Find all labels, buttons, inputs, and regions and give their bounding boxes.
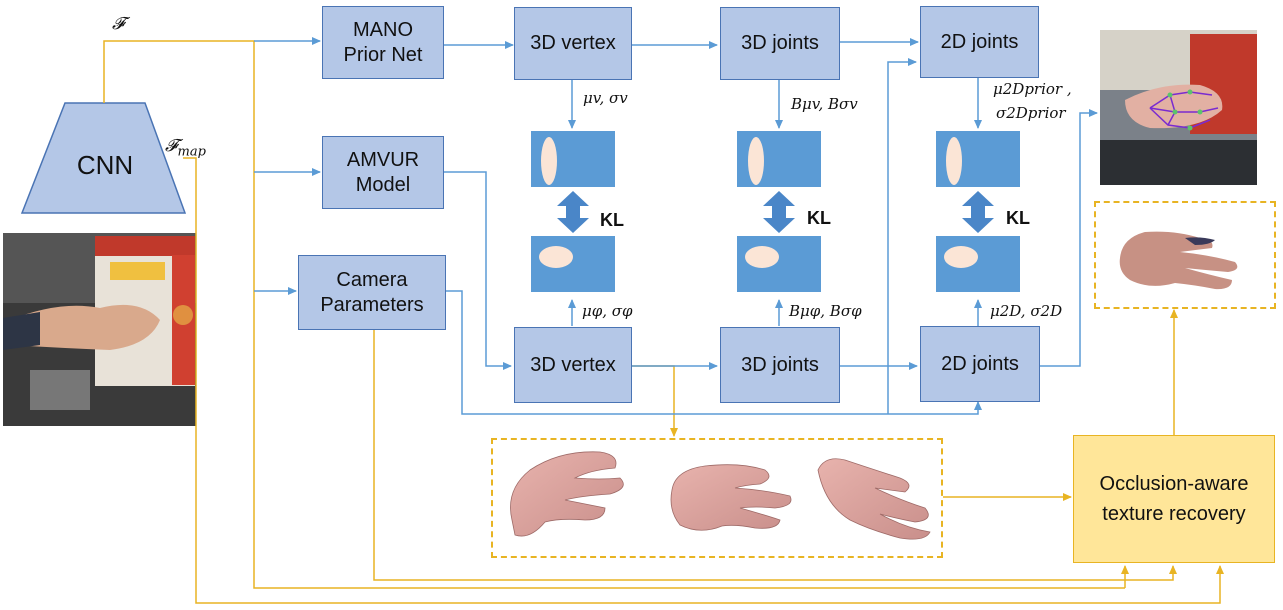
kl-double-arrows xyxy=(557,191,994,233)
symbol-vertex-prior: μv, σv xyxy=(583,89,628,107)
joints2d-top-box: 2D joints xyxy=(920,6,1039,78)
posterior-distribution-vertex xyxy=(531,236,615,292)
cnn-trapezoid xyxy=(20,102,187,214)
prior-distribution-vertex xyxy=(531,131,615,187)
vertex-bottom-box: 3D vertex xyxy=(514,327,632,403)
feature-symbol: 𝓕 xyxy=(112,14,125,34)
symbol-joints3d-prior: Bμv, Bσv xyxy=(791,95,858,113)
symbol-joints2d-prior-sigma: σ2Dprior xyxy=(996,104,1066,122)
symbol-joints2d-post: μ2D, σ2D xyxy=(990,302,1063,320)
textured-hand xyxy=(1119,231,1238,290)
vertex-top-box: 3D vertex xyxy=(514,7,632,80)
posterior-distribution-2d-joints xyxy=(936,236,1020,292)
cnn-label: CNN xyxy=(76,150,134,180)
mesh-samples-panel xyxy=(491,438,943,558)
output-image xyxy=(1100,30,1257,185)
joints3d-bottom-box: 3D joints xyxy=(720,327,840,403)
prior-distribution-3d-joints xyxy=(737,131,821,187)
symbol-joints2d-prior-mu: μ2Dprior , xyxy=(993,80,1072,98)
mesh-hand-2 xyxy=(670,464,792,531)
kl-arrow-3d-joints xyxy=(763,191,795,233)
mesh-hand-3 xyxy=(817,458,931,540)
symbol-joints3d-post: Bμφ, Bσφ xyxy=(789,302,862,320)
mesh-hand-1 xyxy=(510,451,624,537)
mesh-hands xyxy=(510,451,931,540)
kl-label-3d-joints: KL xyxy=(807,208,831,228)
blue-connectors xyxy=(254,37,1098,415)
kl-arrow-2d-joints xyxy=(962,191,994,233)
kl-label-vertex: KL xyxy=(600,210,624,230)
kl-arrow-vertex xyxy=(557,191,589,233)
input-image xyxy=(3,233,196,426)
posterior-distribution-3d-joints xyxy=(737,236,821,292)
joints2d-bottom-box: 2D joints xyxy=(920,326,1040,402)
kl-label-2d-joints: KL xyxy=(1006,208,1030,228)
prior-distribution-2d-joints xyxy=(936,131,1020,187)
joints3d-top-box: 3D joints xyxy=(720,7,840,80)
symbol-vertex-post: μφ, σφ xyxy=(582,302,633,320)
feature-map-symbol: 𝓕map xyxy=(165,136,206,160)
texture-output-panel xyxy=(1094,201,1276,309)
